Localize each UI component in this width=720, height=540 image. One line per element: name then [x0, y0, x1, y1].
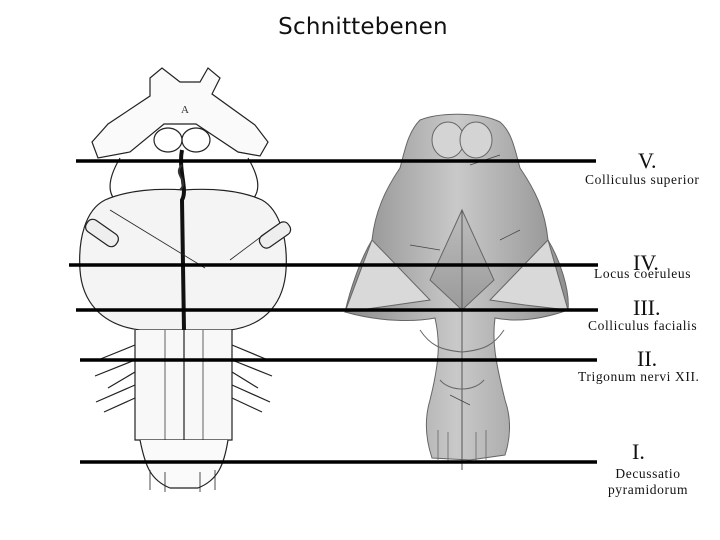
section-label-iv: Locus coeruleus: [594, 266, 692, 281]
section-numeral-v: V.: [638, 148, 657, 173]
section-lines: [69, 159, 598, 464]
section-label-i: Decussatio pyramidorum: [588, 466, 708, 497]
section-label-ii: Trigonum nervi XII.: [578, 369, 700, 384]
right-brainstem-drawing: [344, 113, 569, 470]
section-numeral-iv: IV.: [633, 250, 659, 275]
left-brainstem-drawing: A: [79, 67, 292, 492]
section-numeral-i: I.: [632, 439, 645, 464]
page-title: Schnittebenen: [278, 14, 448, 40]
section-label-v: Colliculus superior: [585, 172, 700, 187]
section-numeral-ii: II.: [637, 346, 658, 371]
section-numeral-iii: III.: [633, 295, 661, 320]
section-label-i-line2: pyramidorum: [607, 481, 689, 497]
section-label-i-line1: Decussatio: [615, 466, 681, 481]
section-label-iii: Colliculus facialis: [588, 318, 698, 333]
letter-a: A: [181, 104, 189, 116]
